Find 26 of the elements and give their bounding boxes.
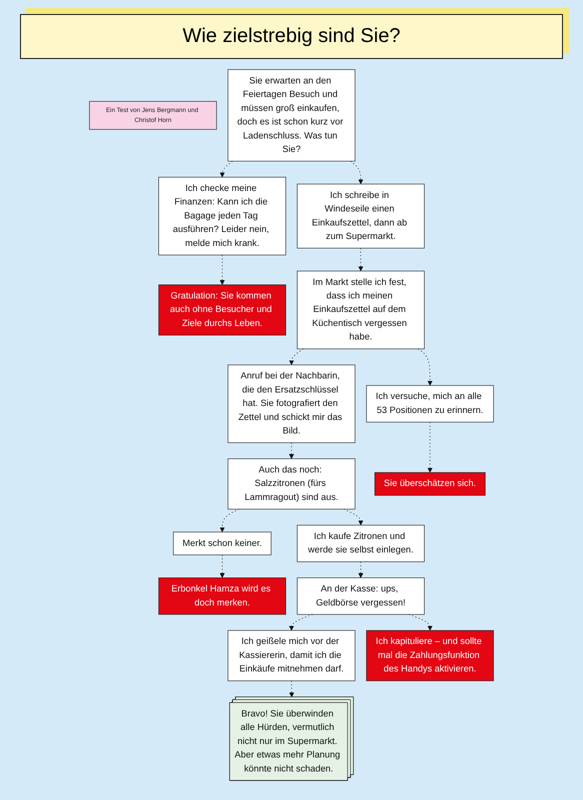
node-box: Sie erwarten an den Feiertagen Besuch und müssen groß einkaufen, doch es ist schon kurz vor Ladenschluss. Was tun Sie? (228, 69, 356, 162)
node-box: Merkt schon keiner. (173, 532, 272, 556)
arrow (427, 422, 433, 473)
node-box: Ich schreibe in Windeseile einen Einkaufszettel, dann ab zum Supermarkt. (296, 184, 425, 248)
arrow (358, 248, 364, 272)
node-box: Ich versuche, mich an alle 53 Positionen zu erinnern. (366, 385, 494, 422)
node-box: Auch das noch: Salzzitronen (fürs Lammragout) sind aus. (228, 458, 356, 510)
node-box: Anruf bei der Nachbarin, die den Ersatzschlüssel hat. Sie fotografiert den Zettel und schickt mir das Bild. (228, 364, 356, 444)
node-box: Erbonkel Hamza wird es doch merken. (158, 578, 286, 615)
arrow (350, 160, 364, 184)
node-box: Gratulation: Sie kommen auch ohne Besucher und Ziele durchs Leben. (158, 284, 286, 336)
arrow (220, 254, 225, 285)
arrow (288, 442, 294, 459)
arrow (289, 680, 294, 698)
node-box: Ich geißele mich vor der Kassiererin, damit ich die Einkäufe mitnehmen darf. (228, 630, 356, 682)
arrow (288, 348, 304, 366)
node-box: Sie überschätzen sich. (374, 472, 486, 496)
arrow (418, 348, 433, 386)
node-box: Im Markt stelle ich fest, dass ich meinen Einkaufszettel auf dem Küchentisch vergessen habe. (296, 270, 425, 350)
arrow (358, 562, 364, 578)
node-box: Ich checke meine Finanzen: Kann ich die Bagage jeden Tag ausführen? Leider nein, melde mich krank. (158, 176, 286, 256)
arrow (220, 160, 233, 178)
arrow (220, 554, 225, 578)
node-box: An der Kasse: ups, Geldbörse vergessen! (296, 578, 425, 615)
node-box: Ich kapituliere – und sollte mal die Zahlungsfunktion des Handys aktivieren. (366, 630, 494, 682)
node-box: Ich kaufe Zitronen und werde sie selbst einlegen. (296, 524, 425, 562)
